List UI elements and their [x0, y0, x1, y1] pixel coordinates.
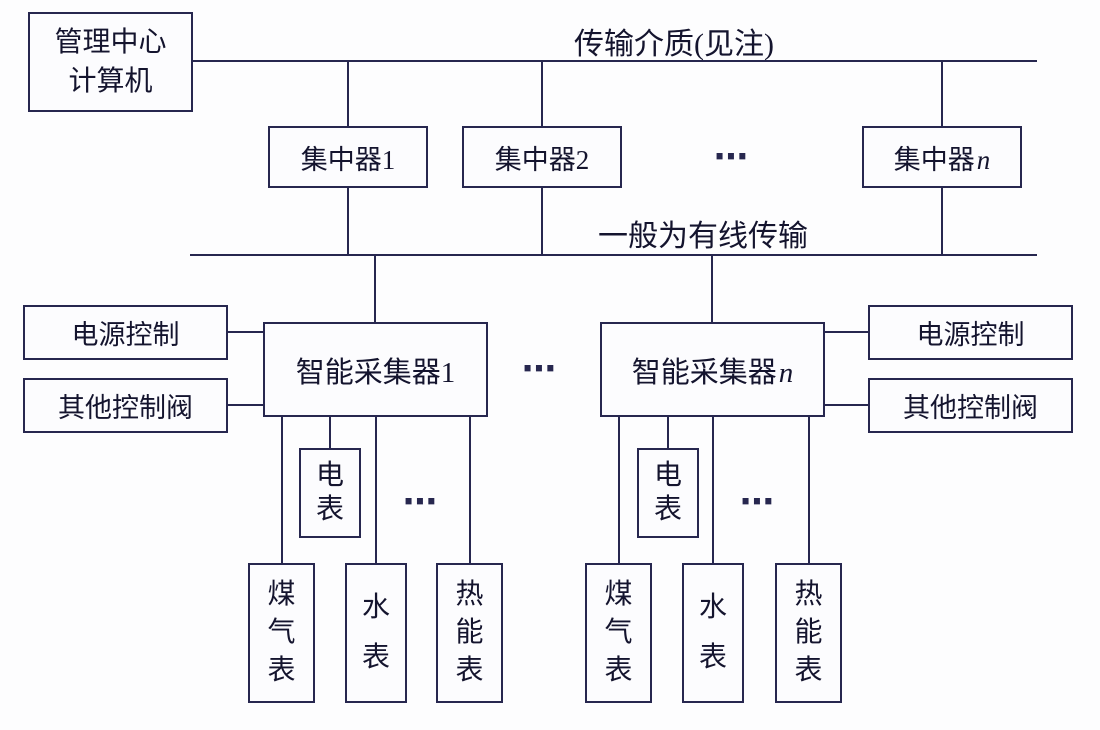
- concentrator-2-node: 集中器2: [462, 126, 622, 188]
- collector-n-water-drop-line: [712, 416, 714, 564]
- top-bus-line: [193, 60, 1037, 62]
- water-meter-1-label: 水表: [361, 591, 390, 674]
- collector-1-label: 智能采集器1: [295, 356, 456, 389]
- collector-n-drop-line: [711, 256, 713, 322]
- heat-meter-n-label: 热能表: [794, 579, 823, 686]
- gas-meter-1-node: 煤气表: [248, 563, 315, 703]
- collector-1-meters-ellipsis: ⋯: [403, 482, 438, 522]
- concentrator-2-drop-top-line: [541, 62, 543, 126]
- management-center-label-line2: 计算机: [68, 66, 153, 97]
- concentrator-n-drop-bottom-line: [941, 188, 943, 255]
- concentrators-ellipsis: ⋯: [714, 137, 749, 177]
- electric-meter-n-node: 电表: [637, 448, 699, 538]
- valve-left-label: 其他控制阀: [58, 393, 193, 423]
- collector-1-electric-drop-line: [329, 416, 331, 449]
- concentrator-n-label-base: 集中器: [893, 144, 975, 175]
- power-control-left-label: 电源控制: [71, 320, 180, 350]
- gas-meter-1-label: 煤气表: [267, 579, 296, 686]
- power-control-right-node: 电源控制: [868, 305, 1073, 360]
- gas-meter-n-node: 煤气表: [585, 563, 652, 703]
- collector-n-electric-drop-line: [667, 416, 669, 449]
- concentrator-1-drop-top-line: [347, 62, 349, 126]
- power-control-right-label: 电源控制: [916, 320, 1025, 350]
- concentrator-1-node: 集中器1: [268, 126, 428, 188]
- valve-left-node: 其他控制阀: [23, 378, 228, 433]
- concentrator-1-drop-bottom-line: [347, 188, 349, 255]
- collector-1-node: 智能采集器1: [263, 322, 488, 417]
- concentrator-n-label: 集中器n: [894, 138, 991, 177]
- gas-meter-n-label: 煤气表: [604, 579, 633, 686]
- concentrator-2-label: 集中器2: [494, 144, 590, 175]
- water-meter-n-node: 水表: [682, 563, 744, 703]
- concentrator-n-label-suffix: n: [976, 144, 991, 175]
- power-control-left-node: 电源控制: [23, 305, 228, 360]
- heat-meter-1-label: 热能表: [455, 579, 484, 686]
- collector-n-node: 智能采集器n: [600, 322, 825, 417]
- valve-right-label: 其他控制阀: [903, 393, 1038, 423]
- valve-right-node: 其他控制阀: [868, 378, 1073, 433]
- management-center-label-line1: 管理中心: [54, 26, 167, 58]
- electric-meter-n-label: 电表: [653, 460, 682, 525]
- collector-1-water-drop-line: [375, 416, 377, 564]
- valve-left-connector-line: [228, 404, 264, 406]
- power-control-right-connector-line: [824, 331, 869, 333]
- lower-bus-line: [190, 254, 1037, 256]
- top-bus-label: 传输介质(见注): [574, 28, 774, 61]
- collector-1-gas-drop-line: [281, 416, 283, 564]
- concentrator-2-drop-bottom-line: [541, 188, 543, 255]
- collector-1-heat-drop-line: [469, 416, 471, 564]
- management-center-node: 管理中心 计算机: [28, 12, 193, 112]
- valve-right-connector-line: [824, 404, 869, 406]
- collector-n-label-base: 智能采集器: [631, 356, 777, 389]
- electric-meter-1-node: 电表: [299, 448, 361, 538]
- collector-n-heat-drop-line: [808, 416, 810, 564]
- water-meter-n-label: 水表: [698, 591, 727, 674]
- water-meter-1-node: 水表: [345, 563, 407, 703]
- collector-n-label-suffix: n: [778, 356, 794, 389]
- concentrator-n-drop-top-line: [941, 62, 943, 126]
- electric-meter-1-label: 电表: [315, 460, 344, 525]
- concentrator-1-label: 集中器1: [300, 144, 396, 175]
- power-control-left-connector-line: [228, 331, 264, 333]
- collector-n-gas-drop-line: [618, 416, 620, 564]
- collectors-ellipsis: ⋯: [522, 349, 557, 389]
- concentrator-n-node: 集中器n: [862, 126, 1022, 188]
- heat-meter-1-node: 热能表: [436, 563, 503, 703]
- lower-bus-label: 一般为有线传输: [598, 220, 808, 253]
- collector-n-label: 智能采集器n: [632, 349, 794, 391]
- collector-1-drop-line: [374, 256, 376, 322]
- collector-n-meters-ellipsis: ⋯: [740, 482, 775, 522]
- heat-meter-n-node: 热能表: [775, 563, 842, 703]
